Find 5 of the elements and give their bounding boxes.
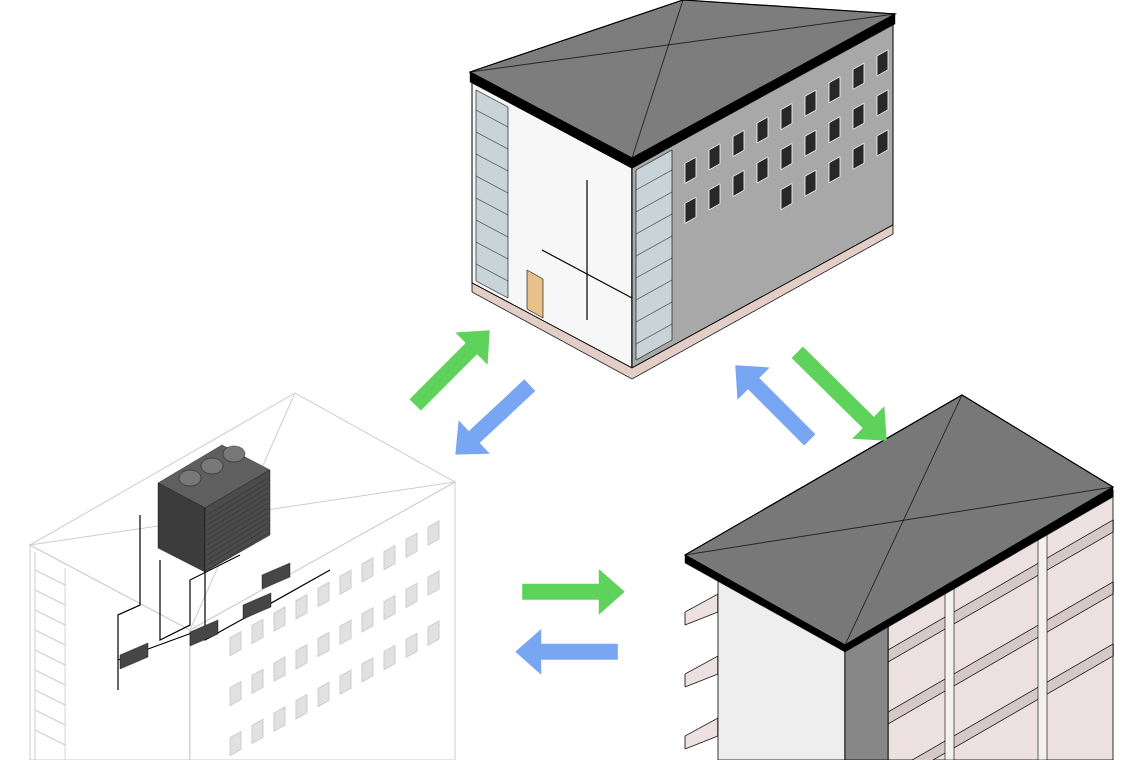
arrow — [791, 346, 887, 441]
arrow — [409, 330, 490, 411]
building-drawing — [29, 392, 456, 760]
arrow — [455, 379, 536, 455]
arrow — [735, 365, 816, 446]
